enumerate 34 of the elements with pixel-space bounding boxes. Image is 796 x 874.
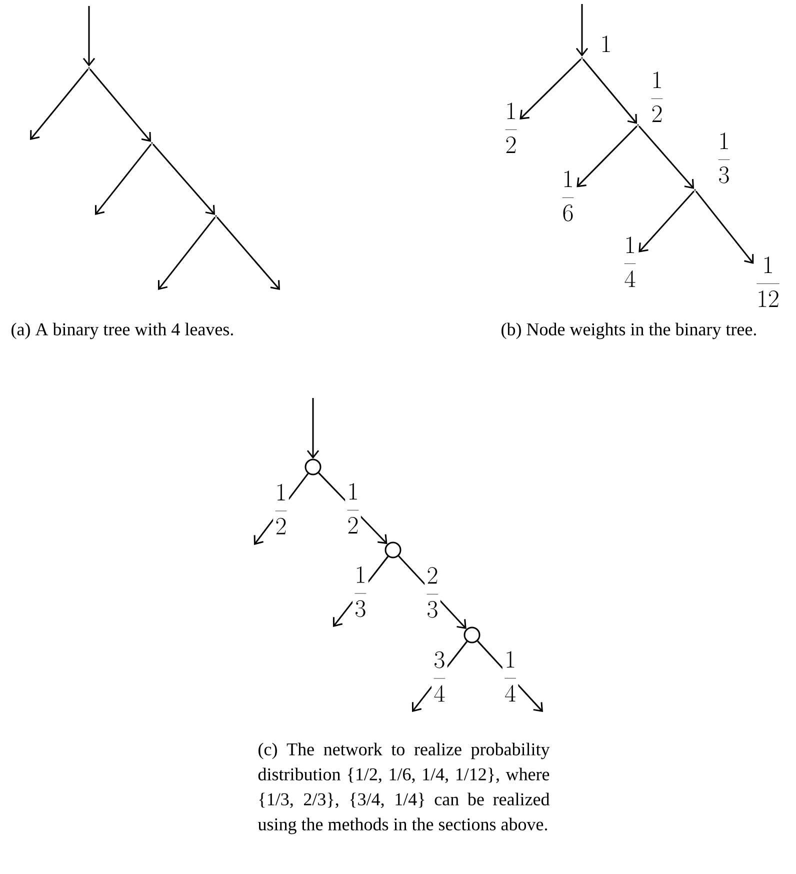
splitter-circle	[384, 542, 402, 558]
splitter-circle	[304, 458, 322, 476]
arrow	[30, 68, 89, 140]
arrow	[582, 58, 638, 124]
arrow	[95, 144, 152, 215]
weight-label: $\frac{1}{12}$	[756, 256, 780, 307]
edge-label: $\frac{2}{3}$	[424, 566, 440, 618]
edge-label: $\frac{1}{4}$	[502, 650, 518, 702]
arrow	[638, 190, 695, 252]
splitter-circle	[464, 626, 480, 644]
arrow	[158, 216, 216, 290]
weight-label: $\frac{1}{3}$	[718, 132, 730, 184]
weight-label: $\frac{1}{6}$	[562, 170, 574, 222]
arrow	[695, 190, 754, 264]
arrow	[576, 126, 638, 188]
weight-label: $\frac{1}{4}$	[624, 236, 636, 287]
arrow	[89, 68, 152, 142]
edge-label: $\frac{1}{3}$	[352, 566, 368, 618]
caption: (c) The network to realize probability distribution {1/2, 1/6, 1/4, 1/12}, where {1/3, 2/3}, {3/4, 1/4} can be realized using the methods in the sections above.	[258, 742, 550, 834]
edge-label: $\frac{3}{4}$	[432, 650, 448, 703]
caption: (b) Node weights in the binary tree.	[502, 322, 756, 340]
arrow	[520, 58, 582, 120]
caption: (a) A binary tree with 4 leaves.	[12, 322, 233, 340]
weight-label: $\frac{1}{2}$	[505, 102, 517, 153]
weight-label: $1$	[602, 36, 610, 52]
edge-label: $\frac{1}{2}$	[345, 482, 361, 534]
arrow	[306, 398, 320, 459]
arrow	[82, 6, 96, 66]
arrow	[152, 144, 216, 215]
arrow	[638, 126, 694, 189]
arrow	[576, 4, 588, 56]
arrow	[216, 216, 280, 290]
edge-label: $\frac{1}{2}$	[273, 483, 289, 536]
weight-label: $\frac{1}{2}$	[651, 72, 663, 122]
